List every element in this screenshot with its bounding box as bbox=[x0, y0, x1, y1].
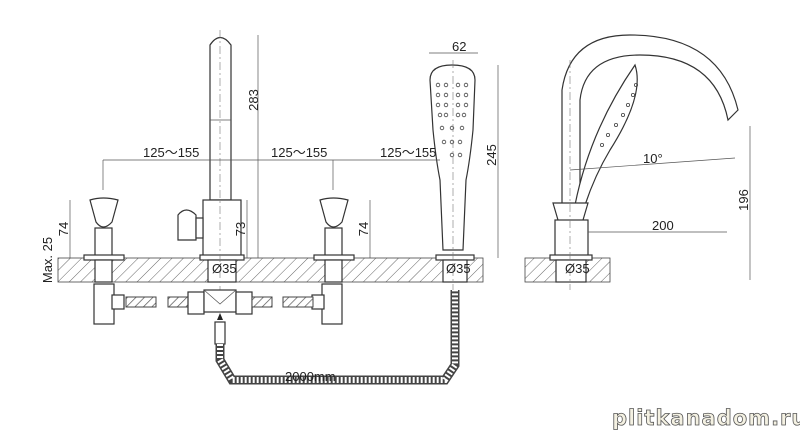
right-valve bbox=[282, 197, 355, 325]
left-valve bbox=[83, 197, 157, 325]
dim-side-height: 196 bbox=[736, 189, 751, 211]
dim-angle: 10° bbox=[643, 151, 663, 166]
main-spout bbox=[177, 30, 245, 300]
side-view-spout bbox=[549, 34, 739, 290]
dim-shower-width: 62 bbox=[452, 39, 466, 54]
hand-shower bbox=[429, 60, 476, 290]
dim-reach: 200 bbox=[652, 218, 674, 233]
dim-hole-side: Ø35 bbox=[565, 261, 590, 276]
tee-connector bbox=[167, 289, 273, 345]
dim-spacing-3: 125～155 bbox=[380, 145, 436, 160]
dim-valve-height-left: 74 bbox=[56, 222, 71, 236]
watermark: plitkanadom.ru bbox=[612, 406, 800, 430]
dimension-lines bbox=[69, 35, 751, 280]
dim-spacing-2: 125～155 bbox=[271, 145, 327, 160]
dim-hole-spout: Ø35 bbox=[212, 261, 237, 276]
dim-shower-height: 245 bbox=[484, 144, 499, 166]
dim-hole-shower: Ø35 bbox=[446, 261, 471, 276]
dim-max-deck: Max. 25 bbox=[40, 237, 55, 283]
dim-valve-height-right: 74 bbox=[356, 222, 371, 236]
dim-spacing-1: 125～155 bbox=[143, 145, 199, 160]
dim-spout-height: 283 bbox=[246, 89, 261, 111]
dim-hose-length: 2000mm bbox=[285, 369, 336, 384]
dim-body-height: 73 bbox=[233, 222, 248, 236]
